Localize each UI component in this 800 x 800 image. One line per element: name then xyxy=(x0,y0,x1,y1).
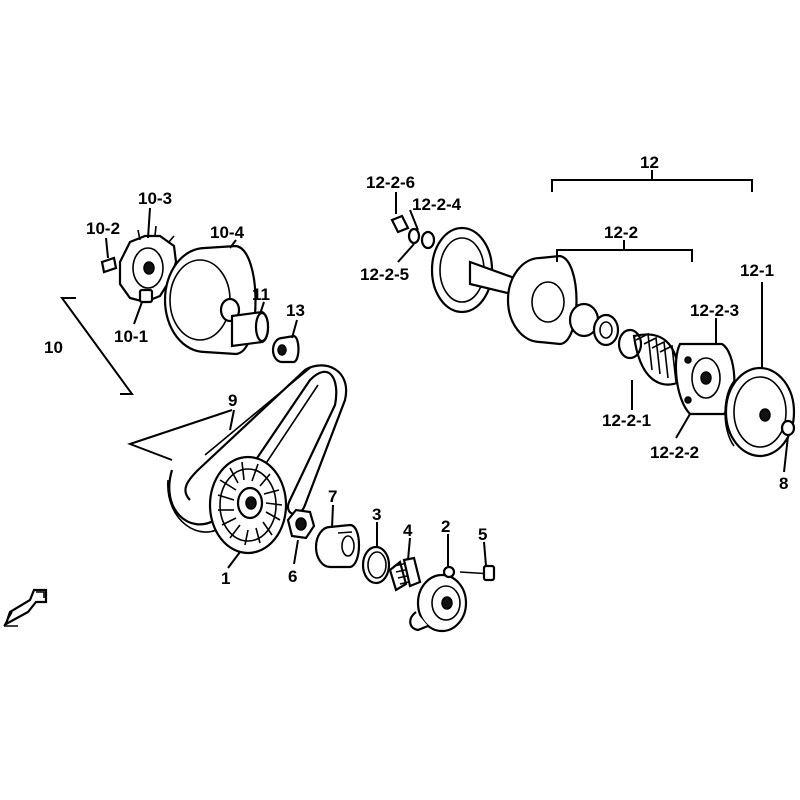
label-6: 6 xyxy=(288,567,297,586)
ramp-plate xyxy=(118,225,178,304)
label-12-2-2: 12-2-2 xyxy=(650,443,699,462)
label-12-2-5: 12-2-5 xyxy=(360,265,409,284)
leader-lines xyxy=(60,170,789,569)
drive-face-boss xyxy=(271,334,300,364)
label-10-1: 10-1 xyxy=(114,327,148,346)
drive-face-fan xyxy=(208,455,288,555)
label-12-1: 12-1 xyxy=(740,261,774,280)
sliding-sheave xyxy=(314,523,360,569)
bolt xyxy=(459,564,496,582)
collar-bushing xyxy=(230,310,270,348)
label-7: 7 xyxy=(328,487,337,506)
label-12-2-6: 12-2-6 xyxy=(366,173,415,192)
label-12-2-3: 12-2-3 xyxy=(690,301,739,320)
label-13: 13 xyxy=(286,301,305,320)
label-12: 12 xyxy=(640,153,659,172)
label-5: 5 xyxy=(478,525,487,544)
callout-labels: 1 2 3 4 5 6 7 8 9 10 10-1 10-2 10-3 10-4… xyxy=(44,153,788,588)
label-1: 1 xyxy=(221,569,230,588)
flange-nut xyxy=(286,508,316,540)
label-10-2: 10-2 xyxy=(86,219,120,238)
movable-driven-face xyxy=(506,254,578,346)
clutch-housing xyxy=(409,565,468,633)
label-10: 10 xyxy=(44,338,63,357)
label-4: 4 xyxy=(403,521,413,540)
driven-face-collar-set xyxy=(390,214,436,250)
label-10-4: 10-4 xyxy=(210,223,245,242)
o-ring xyxy=(361,545,391,585)
clutch-shoe-assembly xyxy=(674,342,736,416)
label-2: 2 xyxy=(441,517,450,536)
label-8: 8 xyxy=(779,474,788,493)
driven-pulley-face xyxy=(430,226,522,314)
front-direction-icon xyxy=(3,588,48,627)
label-10-3: 10-3 xyxy=(138,189,172,208)
label-12-2: 12-2 xyxy=(604,223,638,242)
clutch-outer xyxy=(724,366,796,458)
spring xyxy=(388,556,422,592)
label-11: 11 xyxy=(252,285,270,304)
label-12-2-1: 12-2-1 xyxy=(602,411,651,430)
label-9: 9 xyxy=(228,391,237,410)
guide-rollers-and-seals xyxy=(568,302,643,360)
label-12-2-4: 12-2-4 xyxy=(412,195,462,214)
label-3: 3 xyxy=(372,505,381,524)
slider-piece xyxy=(100,256,118,274)
